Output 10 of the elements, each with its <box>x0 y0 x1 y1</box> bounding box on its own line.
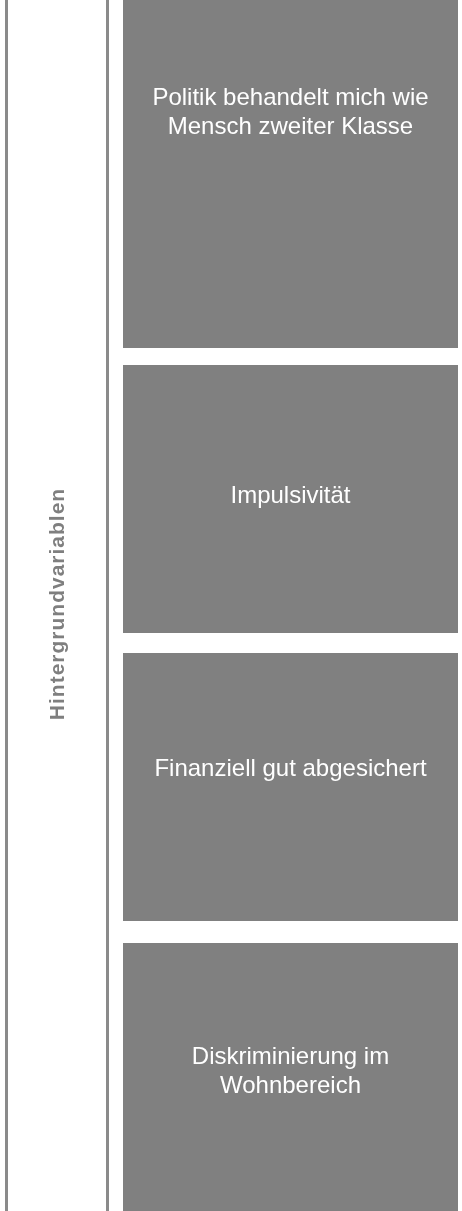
group-frame <box>5 0 109 1211</box>
box-label: Finanziell gut abgesichert <box>153 753 428 782</box>
variable-box <box>123 653 458 921</box>
variable-box <box>123 943 458 1211</box>
variable-box <box>123 365 458 633</box>
box-label: Diskriminierung im Wohnbereich <box>190 1041 391 1099</box>
group-label: Hintergrundvariablen <box>45 487 69 721</box>
box-label: Impulsivität <box>229 480 352 509</box>
box-label: Politik behandelt mich wie Mensch zweiter Klasse <box>151 82 430 140</box>
variable-box <box>123 0 458 348</box>
